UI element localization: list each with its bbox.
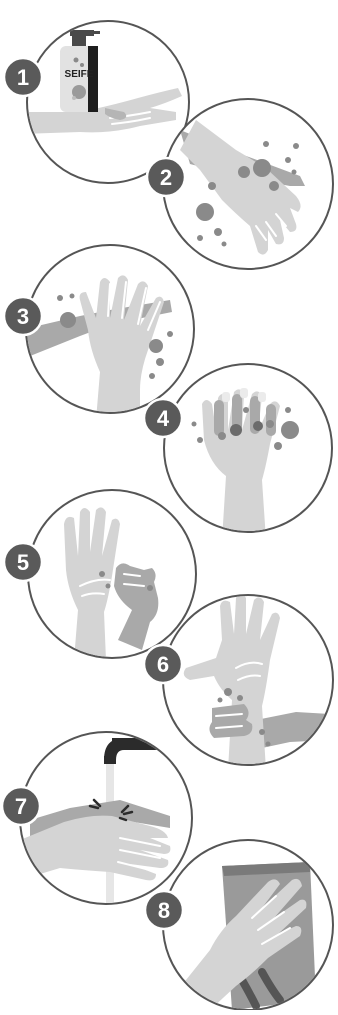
step-6-badge: 6 [144,645,182,683]
step-6-number: 6 [157,652,169,677]
step-1-number: 1 [17,65,29,90]
step-2-badge: 2 [147,158,185,196]
step-3-illustration [20,245,194,420]
step-7-illustration [20,732,192,904]
step-4-illustration [164,364,332,540]
step-6-illustration [163,594,333,770]
step-5-illustration [28,490,196,660]
step-7-number: 7 [15,794,27,819]
step-3-number: 3 [17,304,29,329]
step-2-illustration [163,99,333,269]
step-2-number: 2 [160,165,172,190]
step-3-badge: 3 [4,297,42,335]
step-7-badge: 7 [2,787,40,825]
step-5-badge: 5 [4,543,42,581]
step-8-badge: 8 [145,891,183,929]
step-8-illustration [163,840,333,1010]
step-5-number: 5 [17,550,29,575]
step-8-number: 8 [158,898,170,923]
step-4-badge: 4 [144,399,182,437]
step-1-badge: 1 [4,58,42,96]
step-6-hand-grip [209,704,252,738]
soap-label: SEIFE [65,69,94,80]
step-4-number: 4 [157,406,170,431]
